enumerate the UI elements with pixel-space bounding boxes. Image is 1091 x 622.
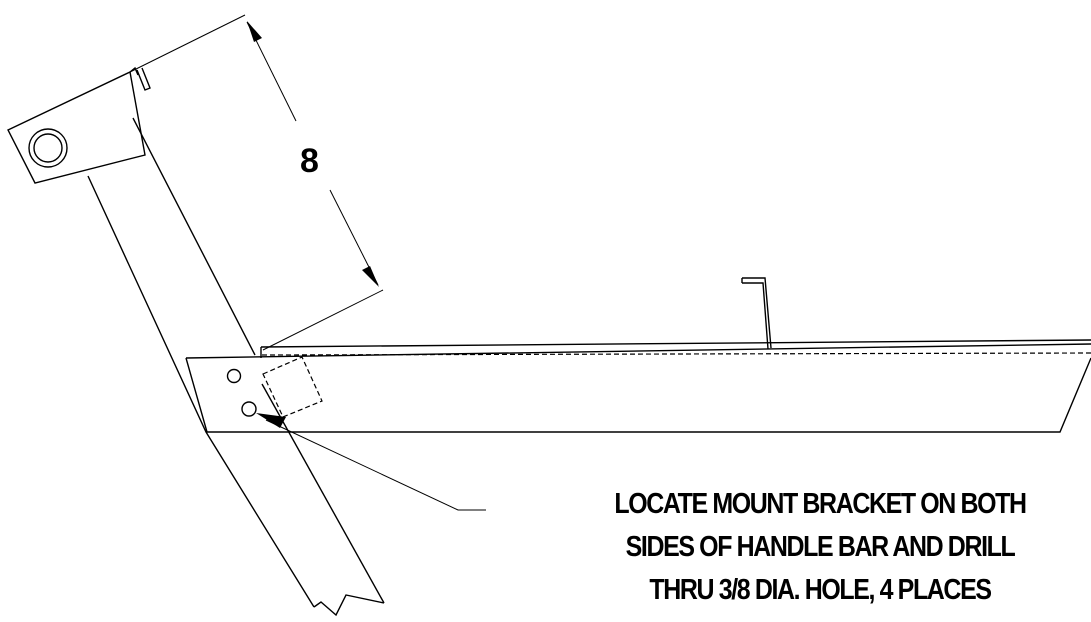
handle-head-plate	[7, 66, 151, 184]
dimension-8: 8	[129, 14, 384, 351]
dimension-arrowhead-top	[247, 21, 262, 42]
leader-line	[256, 413, 486, 511]
dimension-value: 8	[300, 142, 319, 180]
handle-bar	[87, 117, 385, 617]
leader-arrowhead	[256, 413, 286, 428]
dimension-arrowhead-bottom	[362, 266, 379, 287]
hidden-tube-outline	[262, 356, 323, 418]
note-line-2: SIDES OF HANDLE BAR AND DRILL	[625, 531, 1016, 563]
upright-tab	[741, 277, 772, 350]
bracket-hole-lower	[241, 401, 257, 417]
note-line-3: THRU 3/8 DIA. HOLE, 4 PLACES	[649, 574, 992, 606]
bracket-hole-upper	[226, 368, 242, 384]
note-line-1: LOCATE MOUNT BRACKET ON BOTH	[614, 488, 1027, 520]
drilling-note: LOCATE MOUNT BRACKET ON BOTH SIDES OF HA…	[596, 483, 1043, 612]
mount-bracket	[185, 339, 1091, 433]
extension-line-bottom	[262, 289, 384, 351]
extension-line-top	[129, 14, 246, 73]
